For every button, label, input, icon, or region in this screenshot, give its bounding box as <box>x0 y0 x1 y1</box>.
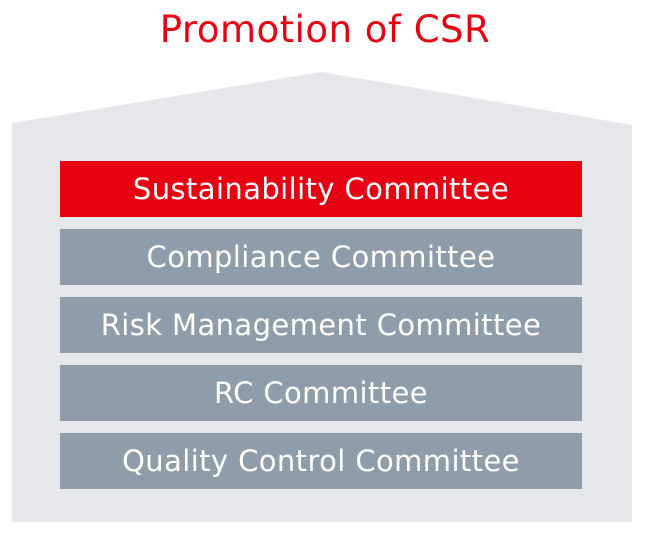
committee-label: Quality Control Committee <box>122 444 520 478</box>
committee-compliance: Compliance Committee <box>60 229 582 285</box>
committee-quality-control: Quality Control Committee <box>60 433 582 489</box>
committee-sustainability: Sustainability Committee <box>60 161 582 217</box>
committee-risk-management: Risk Management Committee <box>60 297 582 353</box>
committee-label: Sustainability Committee <box>132 172 510 206</box>
diagram-title: Promotion of CSR <box>159 8 491 51</box>
committee-label: Compliance Committee <box>146 240 496 274</box>
committee-rc: RC Committee <box>60 365 582 421</box>
committee-label: Risk Management Committee <box>100 308 542 342</box>
committee-label: RC Committee <box>214 376 428 410</box>
